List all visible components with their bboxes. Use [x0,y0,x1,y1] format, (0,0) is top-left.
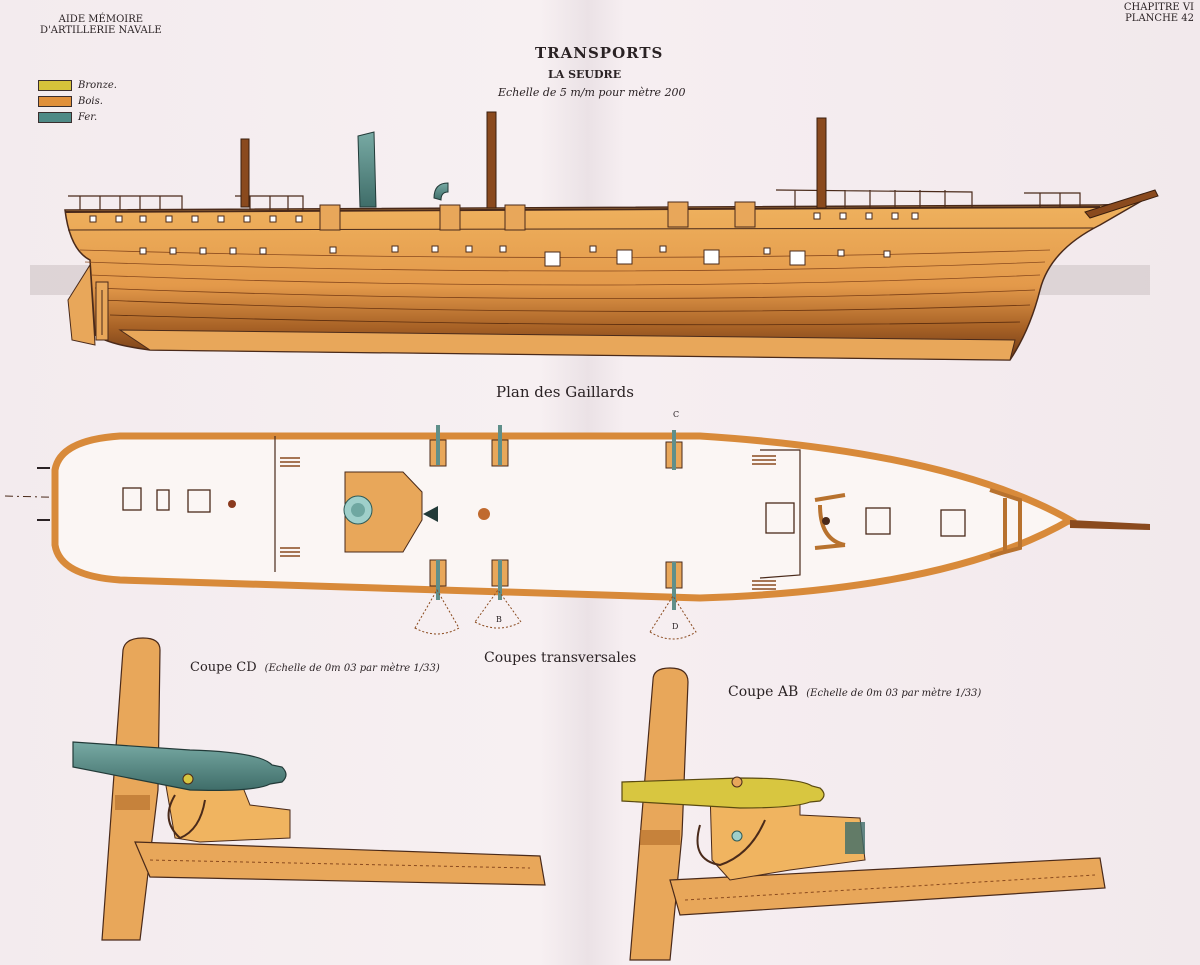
ship-name: LA SEUDRE [548,68,622,81]
legend-item-wood: Bois. [38,96,103,107]
book-title: AIDE MÉMOIRE D'ARTILLERIE NAVALE [40,14,162,36]
section-cd-label: Coupe CD(Echelle de 0m 03 par mètre 1/33… [190,660,440,675]
legend-item-bronze: Bronze. [38,80,117,91]
plate-scale: Echelle de 5 m/m pour mètre 200 [498,86,686,99]
section-cd [72,637,546,941]
wood-swatch [38,96,72,107]
marker-b: B [496,615,502,624]
marker-d: D [672,622,679,631]
section-ab [621,667,1106,961]
ship-elevation [30,111,1159,361]
chapter-plate-label: CHAPITRE VI PLANCHE 42 [1123,2,1194,24]
iron-swatch [38,112,72,123]
plate-title: TRANSPORTS [535,44,664,62]
bronze-swatch [38,80,72,91]
deck-plan [4,425,1151,640]
section-ab-label: Coupe AB(Echelle de 0m 03 par mètre 1/33… [728,684,982,700]
marker-c: C [673,410,680,419]
sections-title: Coupes transversales [484,650,637,666]
legend-item-iron: Fer. [38,112,97,123]
deck-plan-title: Plan des Gaillards [496,383,634,401]
